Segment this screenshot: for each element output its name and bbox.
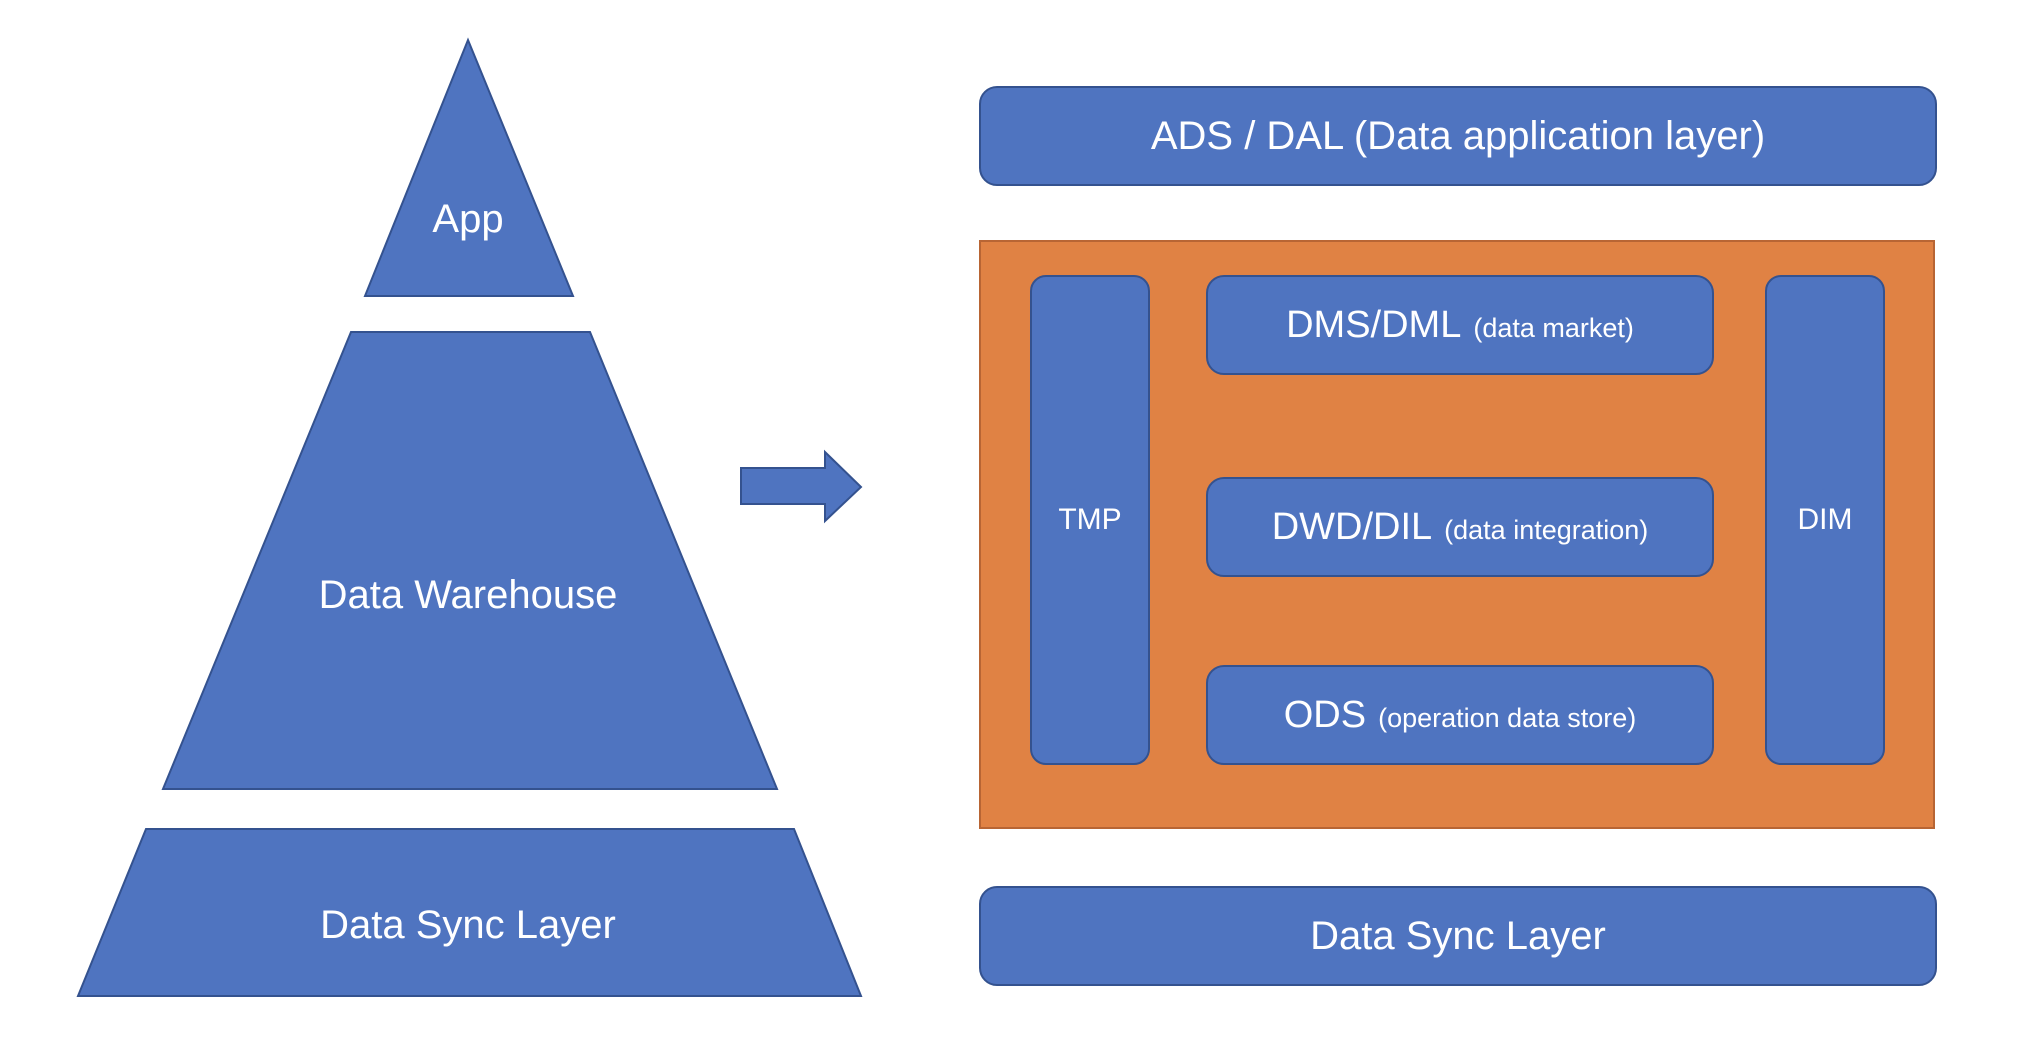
pyramid-tier-app [363,37,575,297]
data-sync-layer-box: Data Sync Layer [979,886,1937,986]
ods-box: ODS (operation data store) [1206,665,1714,765]
ods-desc: (operation data store) [1378,702,1637,733]
data-sync-layer-label: Data Sync Layer [1310,913,1606,958]
data-market-desc: (data market) [1473,312,1634,343]
ods-name: ODS [1283,693,1367,736]
pyramid-tier-data-warehouse [161,331,779,790]
layer-pyramid: App Data Warehouse Data Sync Layer [76,37,863,997]
dim-label: DIM [1797,503,1853,536]
tmp-label: TMP [1058,503,1122,536]
application-layer-label: ADS / DAL (Data application layer) [1150,113,1766,158]
data-market-box: DMS/DML (data market) [1206,275,1714,375]
data-integration-name: DWD/DIL [1271,505,1433,548]
pyramid-label-data-sync: Data Sync Layer [320,903,616,947]
data-integration-desc: (data integration) [1444,514,1649,545]
dim-box: DIM [1765,275,1885,765]
data-market-name: DMS/DML [1286,303,1462,346]
tmp-box: TMP [1030,275,1150,765]
pyramid-label-app: App [432,197,503,241]
right-arrow-icon [740,449,863,524]
data-integration-box: DWD/DIL (data integration) [1206,477,1714,577]
pyramid-label-data-warehouse: Data Warehouse [319,573,618,617]
application-layer-box: ADS / DAL (Data application layer) [979,86,1937,186]
pyramid-tier-data-sync [76,828,863,997]
